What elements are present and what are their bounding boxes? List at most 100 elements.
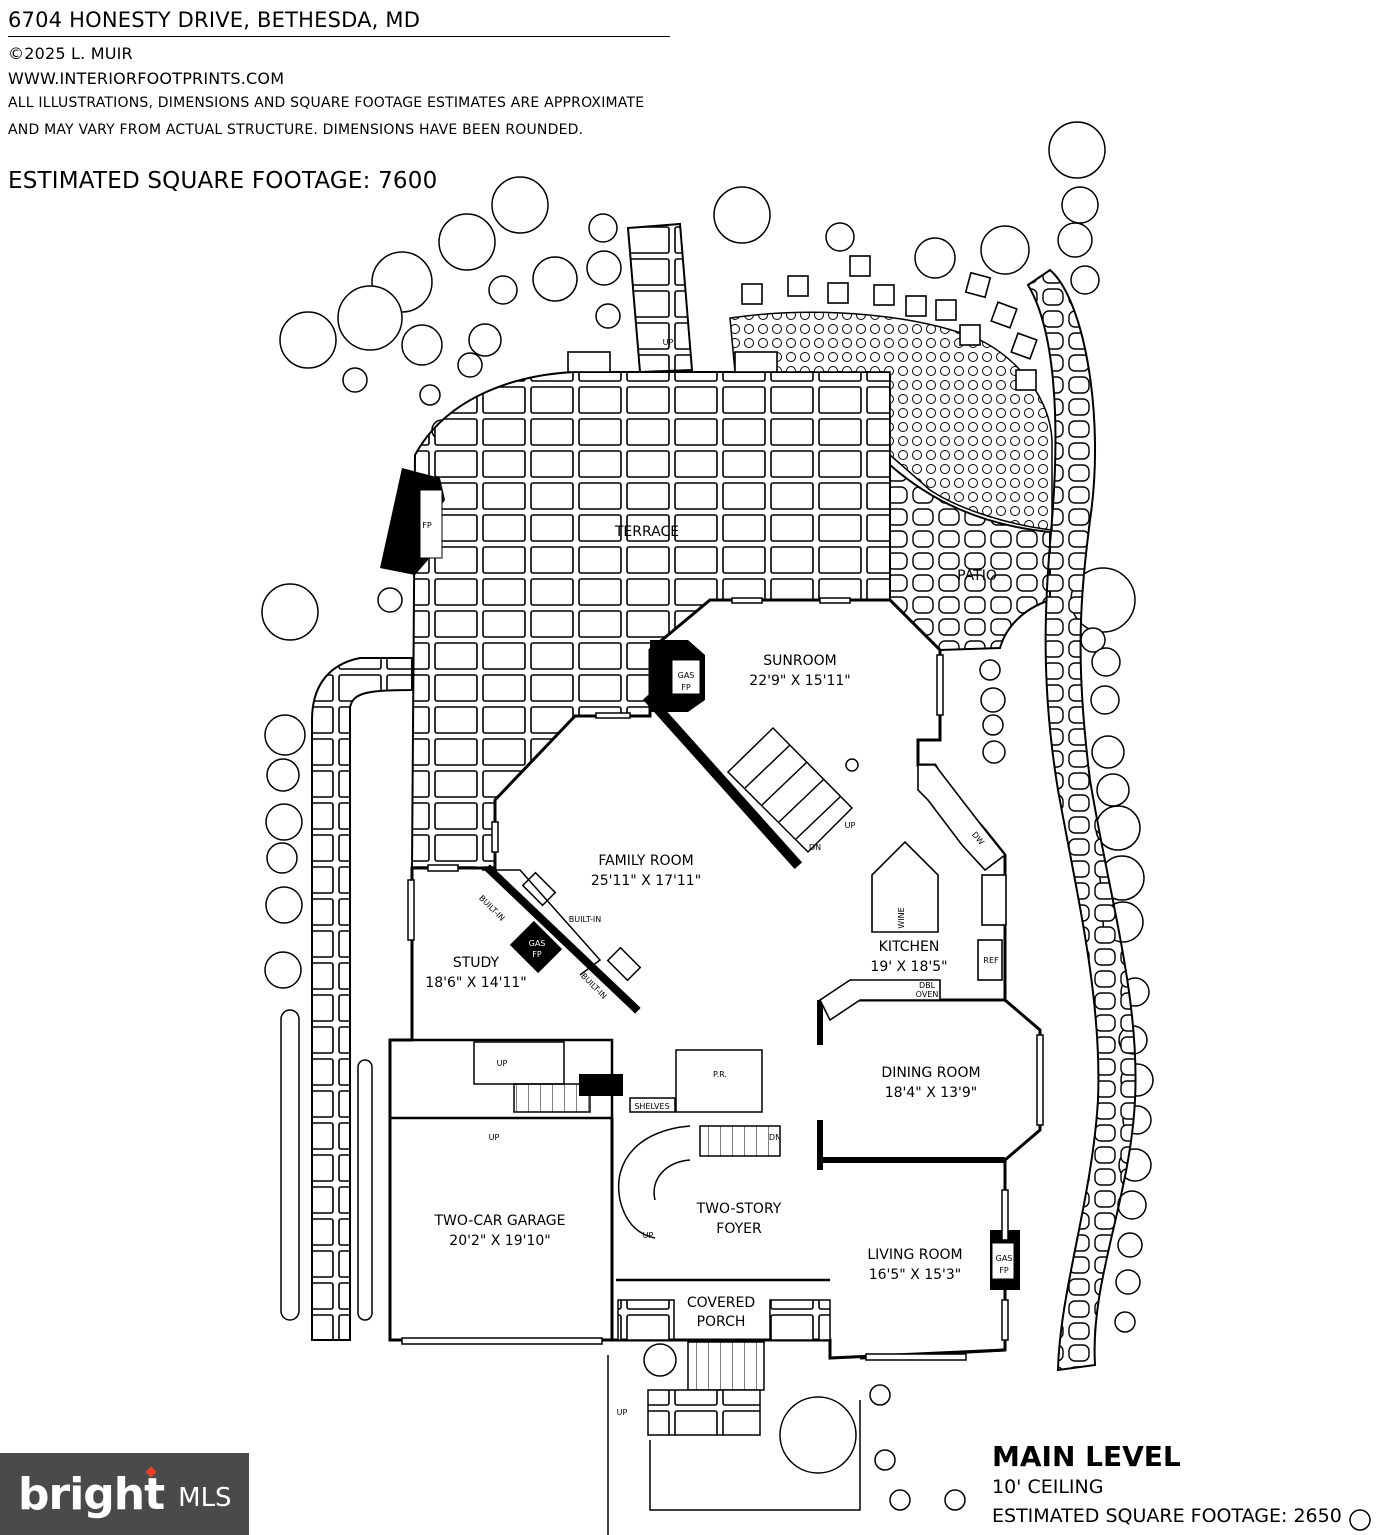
fp-label: FP [532, 950, 542, 959]
tree-icon [980, 225, 1030, 275]
tree-icon [457, 352, 483, 378]
tree-icon [874, 1449, 896, 1471]
gas-label: GAS [996, 1254, 1013, 1263]
hedge-icon [280, 1009, 300, 1321]
website-text: WWW.INTERIORFOOTPRINTS.COM [8, 69, 285, 88]
kitchen-island [871, 840, 939, 933]
tree-icon [643, 1343, 677, 1377]
garage-name: TWO-CAR GARAGE [434, 1213, 566, 1229]
tree-icon [1096, 773, 1130, 807]
brand-name: bright [18, 1468, 165, 1520]
sunroom-stair [726, 726, 859, 854]
bright-mls-logo: bright MLS [0, 1453, 249, 1535]
tree-icon [982, 714, 1004, 736]
tree-icon [438, 213, 496, 271]
tree-icon [982, 740, 1006, 764]
tree-icon [1090, 685, 1120, 715]
up-label: UP [617, 1408, 628, 1417]
tree-icon [979, 659, 1001, 681]
tree-icon [491, 176, 549, 234]
terrace-paving [410, 371, 891, 869]
tree-icon [264, 714, 306, 756]
built-in-label: BUILT-IN [569, 915, 601, 924]
tree-icon [264, 951, 302, 989]
brand-suffix: MLS [178, 1483, 232, 1513]
tree-icon [586, 250, 622, 286]
tree-icon [869, 1384, 891, 1406]
gas-label: GAS [529, 939, 546, 948]
interior-stairs [473, 1041, 781, 1239]
tree-icon [488, 275, 518, 305]
tree-icon [279, 311, 337, 369]
fp-label: FP [422, 521, 432, 530]
study-dimensions: 18'6" X 14'11" [425, 975, 526, 991]
tree-icon [401, 324, 443, 366]
total-square-footage: ESTIMATED SQUARE FOOTAGE: 7600 [8, 168, 438, 194]
tree-icon [468, 323, 502, 357]
patio-label: PATIO [957, 568, 997, 584]
tree-icon [1117, 1190, 1147, 1220]
terrace-label: TERRACE [614, 524, 679, 540]
level-name: MAIN LEVEL [992, 1440, 1181, 1473]
room-labels: TERRACE PATIO SUNROOM 22'9" X 15'11" FAM… [425, 524, 997, 1330]
built-in-label: BUILT-IN [477, 894, 506, 923]
stone-patio [889, 462, 1051, 652]
tree-icon [1114, 1311, 1136, 1333]
tree-icon [342, 367, 368, 393]
tree-icon [944, 1489, 966, 1511]
living-room-dimensions: 16'5" X 15'3" [869, 1267, 962, 1283]
ref-label: REF [983, 956, 999, 965]
garage-dimensions: 20'2" X 19'10" [449, 1233, 550, 1249]
dining-room-name: DINING ROOM [881, 1065, 980, 1081]
dn-label: DN [809, 843, 821, 852]
ceiling-height: 10' CEILING [992, 1476, 1104, 1498]
tree-icon [1117, 1232, 1143, 1258]
stepping-stones [567, 255, 1038, 391]
kitchen-name: KITCHEN [879, 939, 940, 955]
level-square-footage: ESTIMATED SQUARE FOOTAGE: 2650 [992, 1505, 1342, 1527]
tree-icon [261, 583, 319, 641]
disclaimer-line-2: AND MAY VARY FROM ACTUAL STRUCTURE. DIME… [8, 122, 584, 138]
wine-label: WINE [897, 907, 906, 928]
kitchen-dimensions: 19' X 18'5" [870, 959, 947, 975]
tree-icon [980, 687, 1006, 713]
built-ins [482, 869, 642, 982]
dining-room-dimensions: 18'4" X 13'9" [885, 1085, 978, 1101]
family-room-dimensions: 25'11" X 17'11" [591, 873, 701, 889]
gas-label: GAS [678, 671, 695, 680]
tree-icon [889, 1489, 911, 1511]
tree-icon [265, 886, 303, 924]
property-address: 6704 HONESTY DRIVE, BETHESDA, MD [8, 8, 421, 32]
left-walkway [311, 657, 413, 1341]
tree-icon [713, 186, 771, 244]
fp-label: FP [681, 683, 691, 692]
windows [401, 597, 1044, 1361]
hedge-icon [357, 1059, 373, 1321]
thick-walls [484, 692, 803, 1096]
tree-icon [532, 256, 578, 302]
up-label: UP [845, 821, 856, 830]
tree-icon [377, 587, 403, 613]
fp-label: FP [999, 1266, 1009, 1275]
study-name: STUDY [453, 955, 500, 971]
tree-icon [419, 384, 441, 406]
oven-label: OVEN [916, 990, 939, 999]
foyer-name-line-2: FOYER [716, 1221, 762, 1237]
right-stone-path [1026, 268, 1137, 1372]
tree-icon [825, 222, 855, 252]
tree-icon [1115, 1269, 1141, 1295]
porch-steps [607, 1299, 861, 1535]
north-steps [626, 222, 694, 374]
family-room-name: FAMILY ROOM [598, 853, 693, 869]
porch-name-line-2: PORCH [697, 1314, 746, 1330]
dn-label: DN [769, 1133, 781, 1142]
shelves-label: SHELVES [634, 1102, 669, 1111]
sunroom-dimensions: 22'9" X 15'11" [749, 673, 850, 689]
tree-icon [595, 303, 621, 329]
fireplaces [380, 468, 1020, 1290]
tree-icon [265, 803, 303, 841]
tree-icon [1048, 121, 1106, 179]
dbl-label: DBL [919, 981, 936, 990]
up-label: UP [497, 1059, 508, 1068]
tree-icon [1349, 1509, 1371, 1531]
